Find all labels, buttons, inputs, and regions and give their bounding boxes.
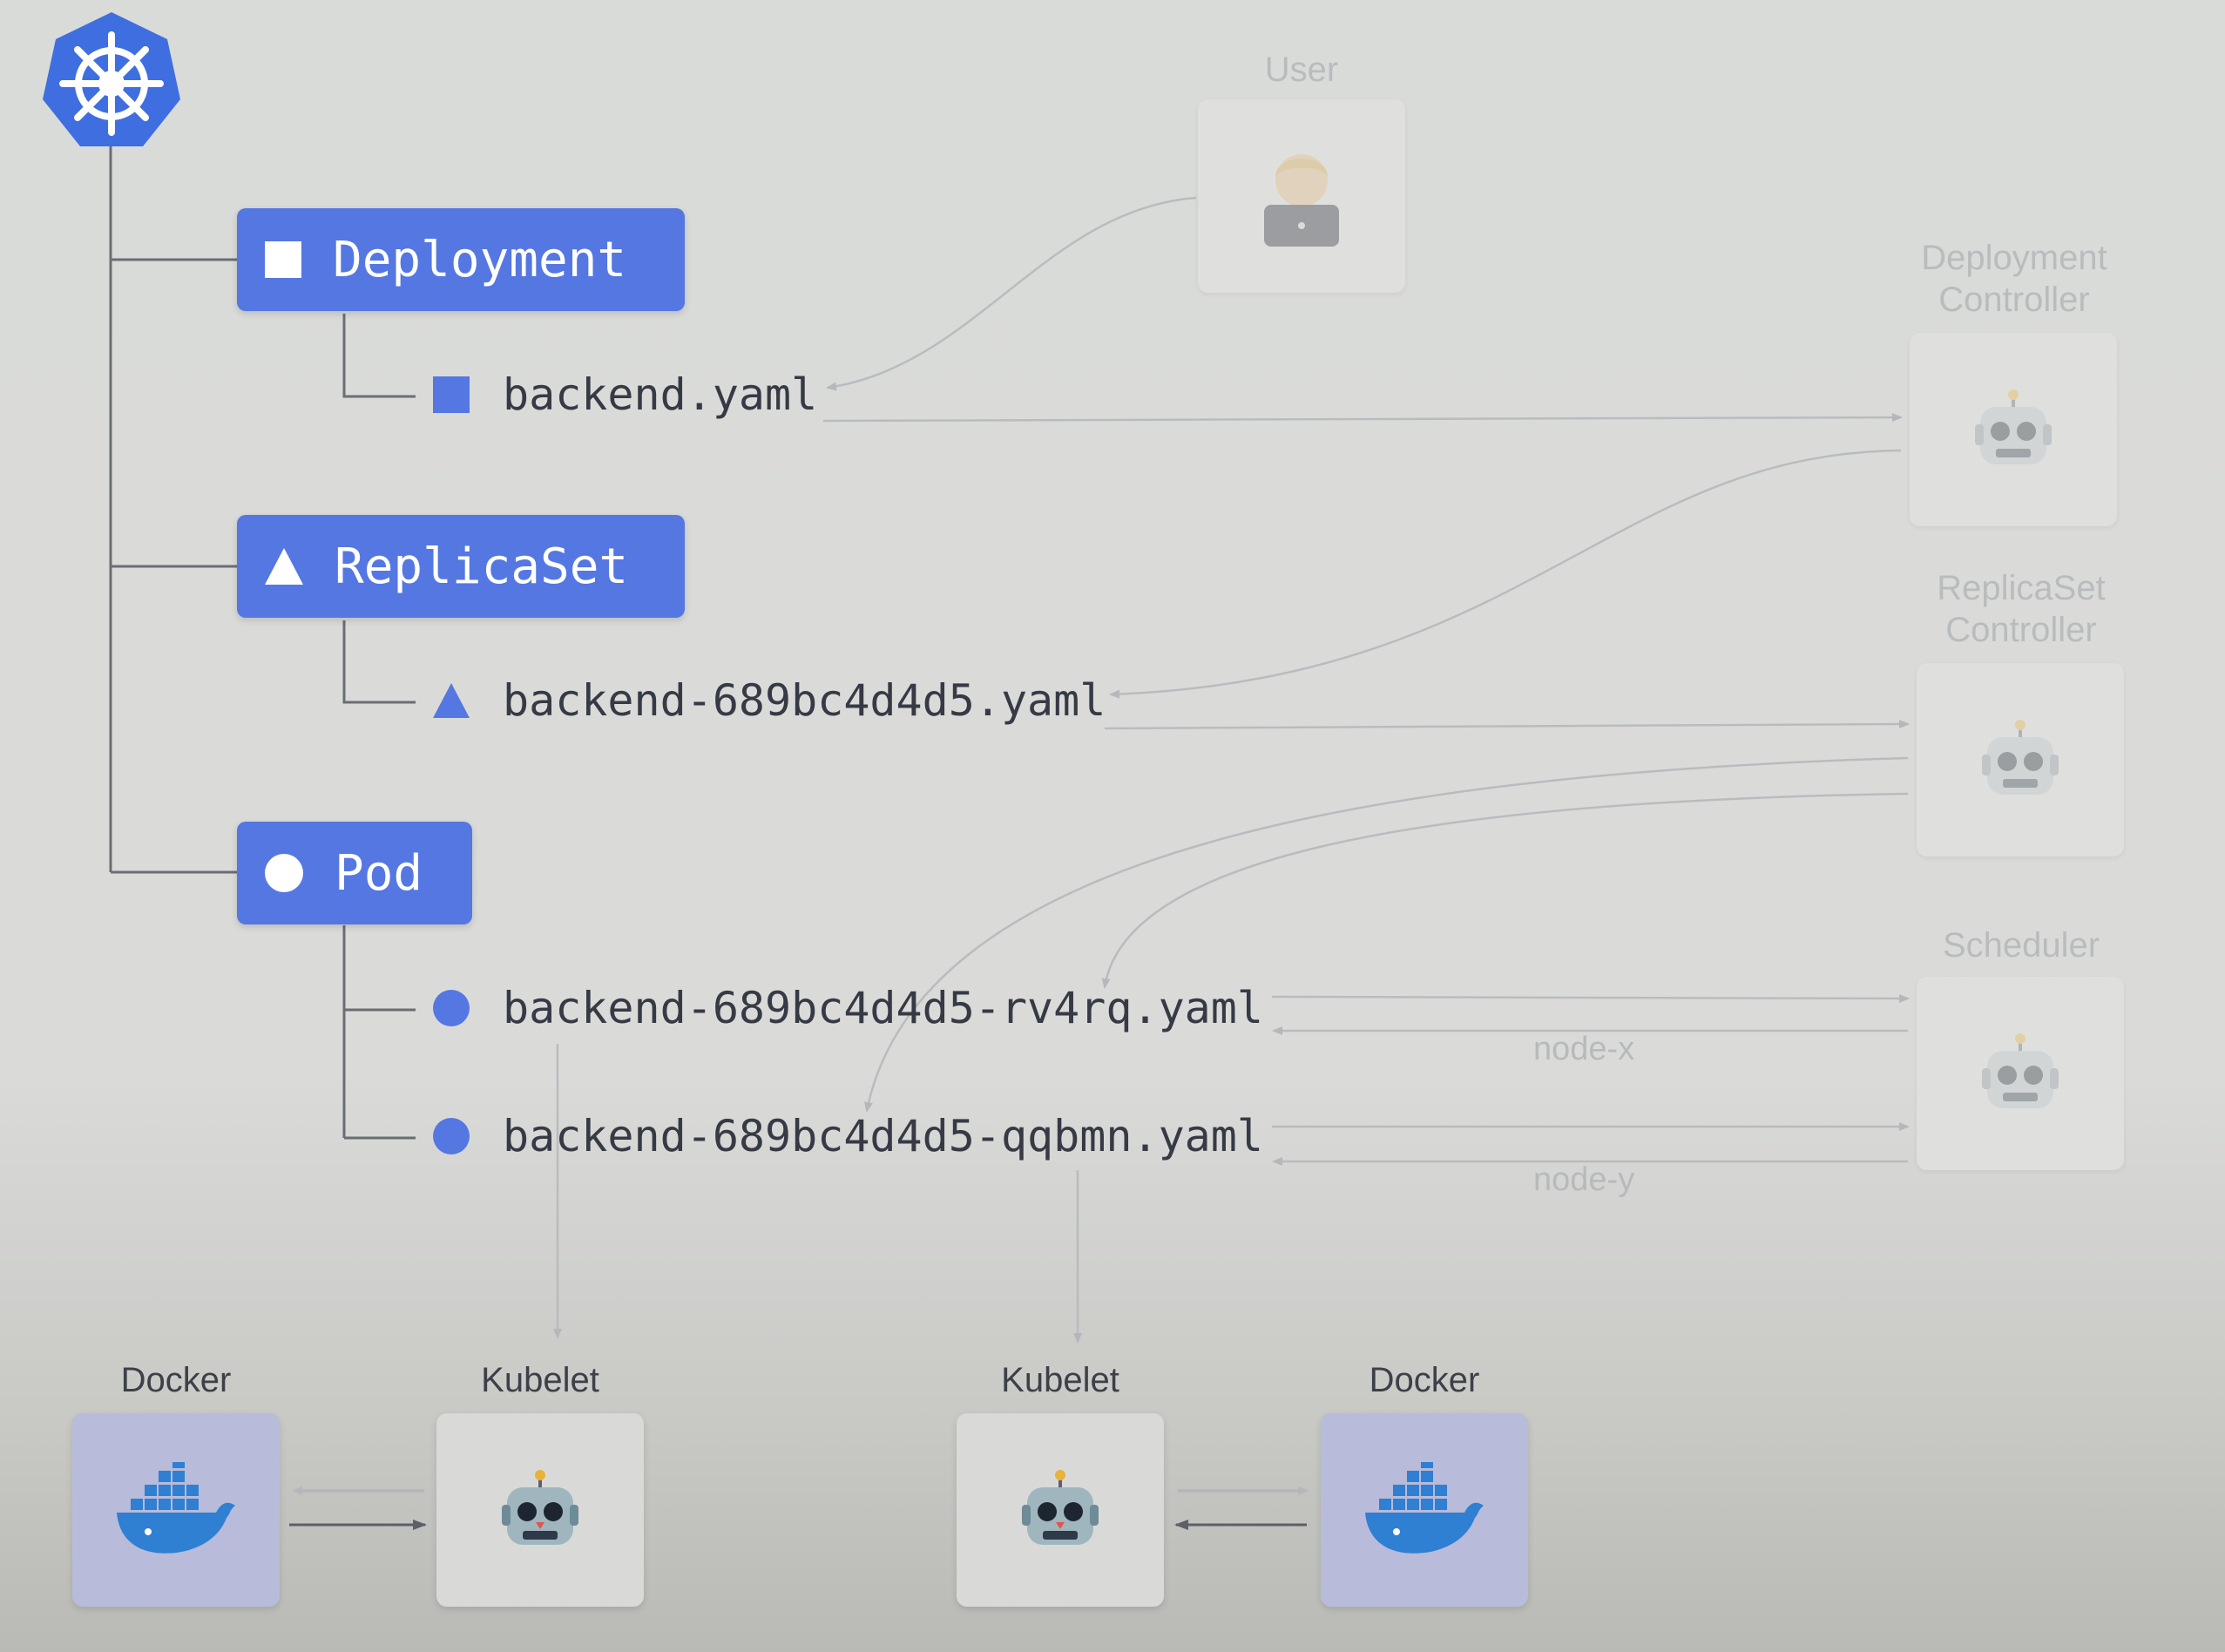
- replicaset-to-controller-arrow: [1104, 720, 1910, 730]
- left-kubelet-card: [436, 1413, 644, 1607]
- docker-whale-icon: [1365, 1462, 1484, 1554]
- square-icon: [265, 241, 301, 278]
- robot-icon: [1982, 1033, 2059, 1108]
- left-kubelet-label: Kubelet: [481, 1361, 599, 1399]
- robot-icon: [1982, 720, 2059, 795]
- controller-flows: [553, 196, 1910, 1344]
- triangle-icon: [433, 683, 470, 718]
- pod-kind-label: Pod: [335, 844, 423, 902]
- node-arrows: [289, 1486, 1309, 1530]
- pod1-to-scheduler-arrow: [1271, 993, 1910, 1003]
- left-docker-label: Docker: [120, 1361, 232, 1399]
- kubernetes-helm-icon: [43, 12, 180, 146]
- replicaset-controller-label: ReplicaSet Controller: [1937, 569, 2106, 649]
- replicaset-controller-to-pod1-arrow: [1101, 792, 1909, 989]
- right-kubelet-card: [957, 1413, 1164, 1607]
- pod-file-name-1: backend-689bc4d4d5-rv4rq.yaml: [503, 983, 1263, 1033]
- right-docker-label: Docker: [1369, 1361, 1480, 1399]
- deployment-controller-label: Deployment Controller: [1921, 239, 2107, 319]
- circle-icon: [265, 854, 303, 892]
- user-label: User: [1264, 51, 1339, 89]
- replicaset-file-row: backend-689bc4d4d5.yaml: [433, 675, 1106, 726]
- replicaset-kind-label: ReplicaSet: [335, 538, 629, 595]
- robot-icon: [1975, 389, 2052, 464]
- deployment-file-name: backend.yaml: [503, 369, 818, 420]
- robot-icon: [1022, 1470, 1099, 1545]
- replicaset-kind-box: ReplicaSet: [237, 515, 685, 618]
- circle-icon: [433, 1118, 470, 1154]
- right-kubelet-label: Kubelet: [1001, 1361, 1119, 1399]
- deployment-kind-box: Deployment: [237, 208, 685, 311]
- pod-kind-box: Pod: [237, 822, 472, 924]
- deployment-kind-label: Deployment: [333, 231, 627, 288]
- pod-file-row-2: backend-689bc4d4d5-qqbmn.yaml: [433, 1111, 1263, 1161]
- triangle-icon: [265, 548, 303, 585]
- person-with-laptop-icon: [1264, 154, 1339, 247]
- deployment-controller-to-replicaset-arrow: [1109, 449, 1902, 699]
- right-docker-card: [1321, 1413, 1528, 1607]
- replicaset-file-name: backend-689bc4d4d5.yaml: [503, 675, 1106, 726]
- scheduler-card: [1917, 977, 2124, 1170]
- square-icon: [433, 376, 470, 413]
- deployment-controller-card: [1910, 333, 2117, 526]
- deployment-to-controller-arrow: [822, 413, 1903, 423]
- replicaset-controller-to-pod2-arrow: [864, 756, 1909, 1113]
- user-to-deployment-arrow: [826, 196, 1197, 391]
- tree-lines: [109, 144, 416, 1140]
- circle-icon: [433, 990, 470, 1026]
- pod-file-row-1: backend-689bc4d4d5-rv4rq.yaml: [433, 983, 1263, 1033]
- tree-replicaset-file: [342, 620, 416, 704]
- tree-deployment-file: [342, 314, 416, 398]
- replicaset-controller-card: [1917, 663, 2124, 856]
- user-card: [1198, 99, 1405, 293]
- deployment-file-row: backend.yaml: [433, 369, 817, 420]
- robot-icon: [502, 1470, 578, 1545]
- node-y-label: node-y: [1533, 1161, 1635, 1198]
- left-docker-card: [72, 1413, 280, 1607]
- node-x-label: node-x: [1533, 1031, 1635, 1067]
- docker-whale-icon: [117, 1462, 235, 1554]
- scheduler-label: Scheduler: [1942, 926, 2100, 965]
- pod-file-name-2: backend-689bc4d4d5-qqbmn.yaml: [503, 1111, 1263, 1161]
